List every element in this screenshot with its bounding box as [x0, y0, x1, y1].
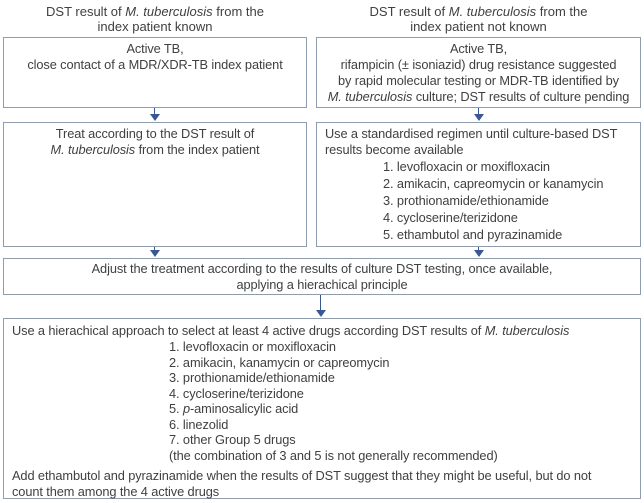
box-line: by rapid molecular testing or MDR-TB ide… — [338, 73, 619, 88]
box-line: Use a standardised regimen until culture… — [325, 126, 618, 141]
header-line: DST result of M. tuberculosis from the — [316, 4, 641, 19]
arrow-stem — [153, 108, 156, 114]
box-line: results become available — [325, 142, 464, 157]
list-item: 5. p-aminosalicylic acid — [169, 401, 632, 417]
list-item: 3. prothionamide/ethionamide — [169, 370, 335, 385]
list-item: (the combination of 3 and 5 is not gener… — [169, 447, 498, 463]
header-text: from the — [212, 4, 264, 19]
list-item: 4. cycloserine/terizidone — [169, 385, 304, 401]
list-item: 6. linezolid — [169, 416, 229, 432]
box-line: rifampicin (± isoniazid) drug resistance… — [340, 57, 617, 72]
box-text: Use a hierachical approach to select at … — [12, 323, 485, 338]
column-header-not-known: DST result of M. tuberculosis from the i… — [316, 4, 641, 34]
list-item: 2. amikacin, capreomycin or kanamycin — [383, 176, 604, 191]
species-name: M. tuberculosis — [484, 323, 570, 338]
box-line: M. tuberculosis culture; DST results of … — [325, 89, 632, 105]
arrow-head — [315, 310, 326, 317]
drug-list: 1. levofloxacin or moxifloxacin 2. amika… — [169, 339, 632, 463]
arrow-down-icon — [149, 247, 160, 257]
arrow-stem — [477, 108, 480, 114]
note-line: count them among the 4 active drugs — [12, 483, 220, 499]
arrow-head — [473, 250, 484, 257]
box-line: Active TB, — [126, 41, 184, 56]
list-item: 1. levofloxacin or moxifloxacin — [169, 339, 336, 354]
box-hierarchical-selection: Use a hierachical approach to select at … — [3, 318, 641, 499]
arrow-stem — [319, 295, 322, 310]
list-item: 7. other Group 5 drugs — [169, 432, 296, 447]
box-note: Add ethambutol and pyrazinamide when the… — [12, 468, 632, 499]
header-text: DST result of — [369, 4, 449, 19]
arrow-stem — [153, 247, 156, 250]
box-treat-per-index-dst: Treat according to the DST result of M. … — [3, 122, 307, 247]
box-heading: Use a hierachical approach to select at … — [12, 322, 632, 339]
note-line: Add ethambutol and pyrazinamide when the… — [12, 468, 592, 483]
list-item: 3. prothionamide/ethionamide — [383, 193, 549, 208]
arrow-head — [149, 250, 160, 257]
box-line: M. tuberculosis from the index patient — [12, 142, 298, 158]
arrow-down-icon — [473, 247, 484, 257]
box-active-tb-known: Active TB, close contact of a MDR/XDR-TB… — [3, 37, 307, 108]
drug-list: 1. levofloxacin or moxifloxacin 2. amika… — [383, 158, 632, 243]
box-active-tb-not-known: Active TB, rifampicin (± isoniazid) drug… — [316, 37, 641, 108]
box-text: culture; DST results of culture pending — [412, 89, 630, 104]
arrow-head — [149, 114, 160, 121]
header-line: index patient known — [97, 19, 213, 34]
box-line: Adjust the treatment according to the re… — [91, 261, 553, 276]
arrow-down-icon — [149, 108, 160, 121]
species-name: M. tuberculosis — [327, 89, 413, 104]
arrow-head — [473, 114, 484, 121]
arrow-down-icon — [473, 108, 484, 121]
box-adjust-treatment: Adjust the treatment according to the re… — [3, 258, 641, 295]
species-name: M. tuberculosis — [125, 4, 213, 19]
list-text: 5. — [169, 401, 183, 416]
box-standardised-regimen: Use a standardised regimen until culture… — [316, 122, 641, 247]
list-text-italic: p — [182, 401, 190, 416]
header-text: DST result of — [46, 4, 126, 19]
header-text: from the — [536, 4, 588, 19]
box-line: Treat according to the DST result of — [55, 126, 255, 141]
list-item: 5. ethambutol and pyrazinamide — [383, 227, 563, 242]
box-line: Active TB, — [449, 41, 508, 56]
arrow-stem — [477, 247, 480, 250]
list-item: 2. amikacin, kanamycin or capreomycin — [169, 354, 390, 370]
species-name: M. tuberculosis — [50, 142, 136, 157]
header-line: index patient not known — [410, 19, 547, 34]
box-line: applying a hierachical principle — [236, 277, 408, 292]
box-line: close contact of a MDR/XDR-TB index pati… — [27, 57, 283, 72]
column-header-known: DST result of M. tuberculosis from the i… — [3, 4, 307, 34]
species-name: M. tuberculosis — [448, 4, 537, 19]
arrow-down-icon — [315, 295, 326, 317]
list-text: -aminosalicylic acid — [189, 401, 299, 416]
list-item: 1. levofloxacin or moxifloxacin — [383, 159, 550, 174]
list-item: 4. cycloserine/terizidone — [383, 210, 518, 225]
box-text: from the index patient — [135, 142, 260, 157]
header-line: DST result of M. tuberculosis from the — [3, 4, 307, 19]
